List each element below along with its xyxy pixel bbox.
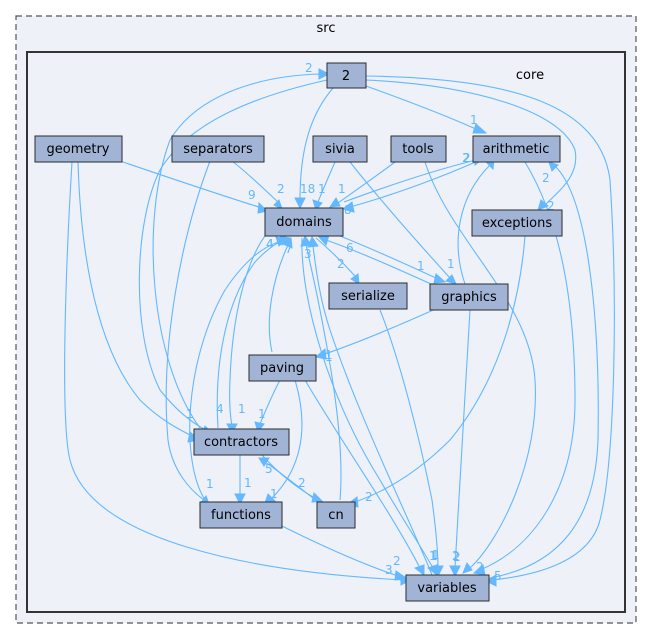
- node-serialize[interactable]: serialize: [328, 282, 408, 310]
- node-tools-label: tools: [402, 142, 434, 157]
- node-exceptions-label: exceptions: [482, 216, 553, 231]
- edge-paving-variables: 1: [304, 379, 440, 577]
- edge-domains-serialize: 2: [315, 237, 360, 285]
- edge-label: 2: [452, 549, 460, 563]
- node-geometry[interactable]: geometry: [34, 135, 123, 163]
- edge-label: 2: [462, 151, 470, 165]
- node-cn-label: cn: [328, 508, 343, 523]
- edge-contractors-functions: 1: [234, 455, 252, 506]
- edge-label: 2: [542, 171, 550, 185]
- edge-cn-domains: 3: [300, 234, 342, 501]
- edge-graphics-variables: 2: [449, 309, 471, 578]
- edge-label: 3: [385, 563, 393, 577]
- edge-label: 1: [325, 348, 333, 362]
- node-geometry-label: geometry: [46, 142, 109, 157]
- edge-label: 2: [337, 257, 345, 271]
- edge-label: 1: [206, 477, 214, 491]
- edge-label: 2: [547, 199, 555, 213]
- edge-label: 1: [258, 407, 266, 421]
- edge-label: 4: [266, 237, 274, 251]
- node-2-label: 2: [342, 69, 350, 84]
- node-graphics-label: graphics: [441, 290, 497, 305]
- node-2[interactable]: 2: [326, 62, 367, 89]
- edge-label: 2: [305, 61, 313, 75]
- node-serialize-label: serialize: [341, 289, 395, 304]
- node-contractors[interactable]: contractors: [193, 428, 290, 456]
- node-exceptions[interactable]: exceptions: [471, 209, 563, 237]
- edge-cn-contractors: 5: [258, 457, 323, 506]
- node-graphics[interactable]: graphics: [429, 283, 509, 311]
- edge-label: 3: [304, 247, 312, 261]
- edge-paving-functions: 1: [264, 379, 303, 504]
- node-arithmetic[interactable]: arithmetic: [472, 135, 561, 163]
- edge-label: 2: [298, 476, 306, 490]
- node-tools[interactable]: tools: [390, 135, 447, 163]
- node-separators-label: separators: [183, 142, 253, 157]
- edge-label: 1: [432, 548, 440, 562]
- cluster-core-label: core: [516, 68, 544, 83]
- edge-label: 1: [417, 259, 425, 273]
- node-contractors-label: contractors: [204, 435, 278, 450]
- edge-tools-variables: 2: [424, 161, 536, 574]
- edge-label: 5: [265, 462, 273, 476]
- edge-label: 1: [244, 476, 252, 490]
- edge-tools-domains: 1: [328, 161, 396, 208]
- edge-variables-arithmetic: 2: [489, 161, 599, 579]
- node-domains[interactable]: domains: [264, 207, 344, 237]
- edge-label: 7: [285, 242, 293, 256]
- edge-label: 1: [470, 113, 478, 127]
- edge-2-domains: 18: [294, 87, 334, 210]
- edge-label: 2: [393, 554, 401, 568]
- edge-label: 2: [476, 560, 484, 574]
- edge-variables-domains: 1: [307, 235, 433, 576]
- edge-label: 2: [463, 151, 471, 165]
- node-arithmetic-label: arithmetic: [483, 142, 550, 157]
- edge-label: 1: [318, 182, 326, 196]
- node-separators[interactable]: separators: [171, 135, 265, 163]
- edge-label: 2: [277, 182, 285, 196]
- edge-label: 4: [266, 237, 274, 251]
- edge-label: 6: [346, 241, 354, 255]
- edge-serialize-variables: 1: [379, 309, 444, 578]
- edge-label: 1: [447, 257, 455, 271]
- node-functions-label: functions: [211, 508, 271, 523]
- edge-label: 1: [270, 487, 278, 501]
- edge-functions-variables: 2: [279, 524, 408, 581]
- cluster-src-label: src: [317, 21, 336, 36]
- edge-label: 18: [300, 182, 315, 196]
- edge-functions-domains: 4: [189, 236, 288, 501]
- edge-sivia-graphics: 1: [349, 161, 457, 285]
- node-functions[interactable]: functions: [199, 501, 283, 529]
- node-paving-label: paving: [260, 361, 304, 376]
- edge-contractors-2: 2: [152, 61, 331, 429]
- edge-label: 2: [365, 490, 373, 504]
- edge-label: 1: [238, 402, 246, 416]
- edge-label: 2: [453, 550, 461, 564]
- edge-arithmetic-domains: 8: [341, 159, 481, 217]
- node-variables[interactable]: variables: [405, 574, 490, 602]
- edge-label: 1: [429, 549, 437, 563]
- edge-label: 9: [248, 188, 256, 202]
- edge-label: 8: [344, 203, 352, 217]
- edge-domains-graphics: 1: [339, 235, 447, 284]
- edge-label: 1: [338, 182, 346, 196]
- node-domains-label: domains: [276, 215, 332, 230]
- node-variables-label: variables: [417, 581, 476, 596]
- node-paving[interactable]: paving: [248, 354, 317, 382]
- node-cn[interactable]: cn: [316, 501, 356, 529]
- edge-2-arithmetic: 1: [365, 85, 488, 134]
- edge-label: 4: [216, 402, 224, 416]
- node-sivia-label: sivia: [325, 142, 355, 157]
- node-sivia[interactable]: sivia: [312, 135, 368, 163]
- nodes-layer: 2 geometry separators sivia tools arithm…: [34, 62, 563, 602]
- edges-layer: 1 2 5 18 9 1: [64, 61, 615, 587]
- edge-label: 1: [430, 549, 438, 563]
- edge-separators-domains: 2: [231, 160, 285, 210]
